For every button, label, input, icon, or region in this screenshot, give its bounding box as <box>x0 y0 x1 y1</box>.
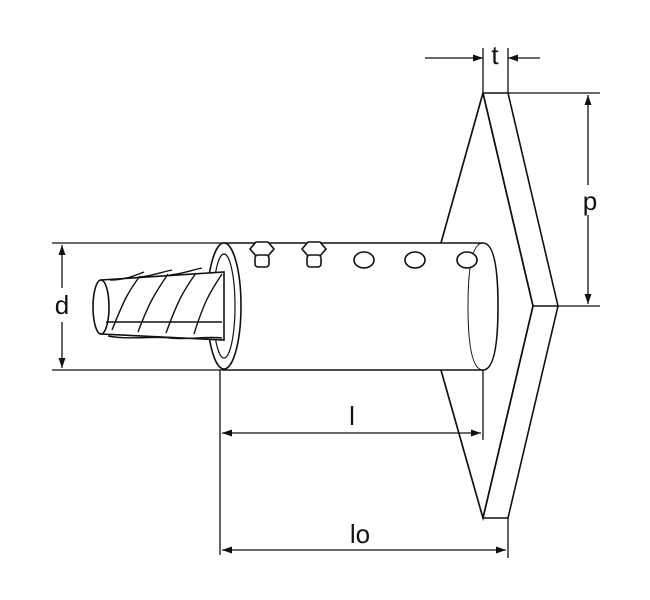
dimension-p: p <box>508 92 600 307</box>
label-l: l <box>349 401 355 431</box>
dimension-t: t <box>425 40 540 93</box>
dimension-lo: lo <box>222 518 509 558</box>
hole-1 <box>353 251 375 269</box>
hole-3 <box>456 251 478 269</box>
label-d: d <box>55 290 69 320</box>
sleeve-body <box>206 242 499 371</box>
label-p: p <box>583 186 597 216</box>
label-t: t <box>491 40 499 70</box>
hole-2 <box>404 251 426 269</box>
set-screw-1 <box>248 241 276 268</box>
dimension-l: l <box>219 370 484 555</box>
rebar <box>92 267 225 341</box>
label-lo: lo <box>350 519 370 549</box>
dimension-d: d <box>52 242 224 371</box>
set-screw-2 <box>300 241 328 268</box>
